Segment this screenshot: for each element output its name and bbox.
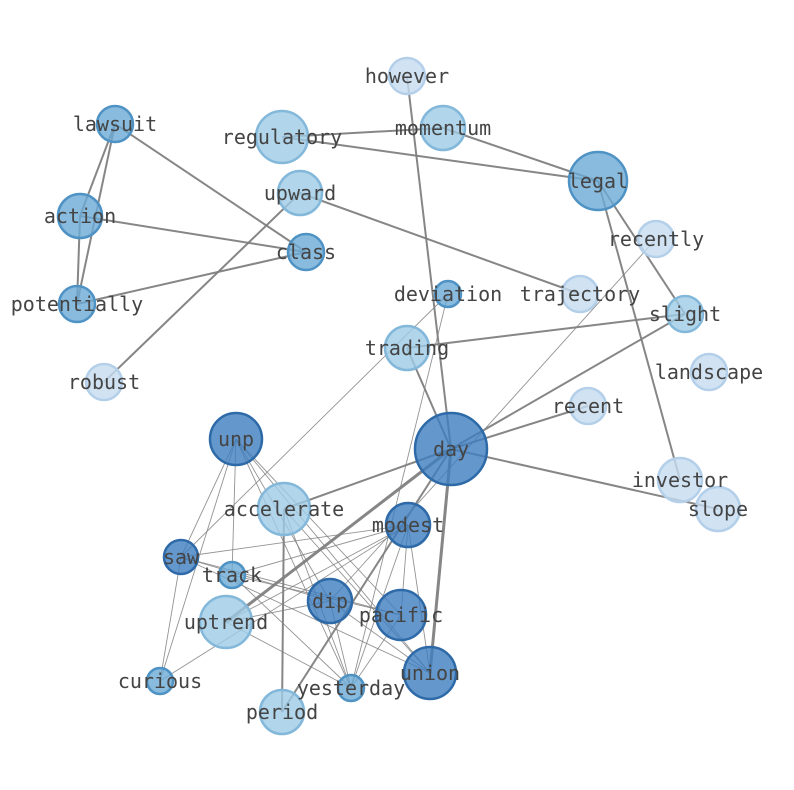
node-label-day: day — [433, 437, 469, 461]
node-layer — [56, 56, 742, 736]
node-label-saw: saw — [163, 545, 200, 569]
node-recent[interactable] — [568, 386, 608, 426]
node-label-recently: recently — [608, 227, 704, 251]
node-action[interactable] — [56, 192, 104, 240]
edge-day-uptrend — [225, 447, 452, 624]
edge-regulatory-legal — [281, 136, 599, 182]
node-yesterday[interactable] — [336, 673, 366, 703]
node-investor[interactable] — [656, 456, 704, 504]
edge-trading-slight — [406, 313, 686, 349]
node-day[interactable] — [413, 411, 489, 487]
node-potentially[interactable] — [57, 284, 97, 324]
node-label-potentially: potentially — [11, 292, 143, 316]
label-layer: however lawsuit regulatory momentum legal upw… — [11, 64, 763, 724]
node-however[interactable] — [387, 56, 427, 96]
node-trajectory[interactable] — [560, 274, 600, 314]
node-unp[interactable] — [208, 411, 264, 467]
node-upward[interactable] — [276, 169, 324, 217]
node-deviation[interactable] — [433, 279, 463, 309]
edge-saw-curious — [159, 556, 182, 682]
node-label-union: union — [400, 661, 460, 685]
node-slight[interactable] — [665, 294, 705, 334]
node-lawsuit[interactable] — [95, 104, 135, 144]
node-accelerate[interactable] — [256, 481, 312, 537]
edge-unp-pacific — [235, 438, 402, 616]
node-robust[interactable] — [84, 362, 124, 402]
edge-action-class — [79, 215, 307, 253]
edge-day-period — [281, 448, 452, 713]
node-label-landscape: landscape — [655, 360, 763, 384]
edge-modest-saw — [180, 524, 409, 558]
node-label-pacific: pacific — [359, 603, 443, 627]
node-label-accelerate: accelerate — [224, 497, 344, 521]
edge-day-union — [428, 448, 453, 674]
node-label-slope: slope — [688, 497, 748, 521]
node-class[interactable] — [286, 232, 326, 272]
node-label-dip: dip — [312, 589, 348, 613]
node-recently[interactable] — [636, 219, 676, 259]
node-label-robust: robust — [68, 370, 140, 394]
edge-saw-pacific — [180, 556, 402, 616]
node-momentum[interactable] — [419, 104, 467, 152]
node-union[interactable] — [402, 645, 458, 701]
node-label-unp: unp — [218, 427, 254, 451]
node-modest[interactable] — [384, 501, 432, 549]
node-trading[interactable] — [383, 324, 431, 372]
node-label-curious: curious — [118, 669, 202, 693]
node-uptrend[interactable] — [198, 594, 254, 650]
edge-layer — [76, 75, 719, 713]
node-regulatory[interactable] — [254, 109, 310, 165]
edge-accelerate-union — [283, 508, 431, 674]
node-label-upward: upward — [264, 181, 336, 205]
node-label-legal: legal — [568, 169, 628, 193]
node-legal[interactable] — [567, 150, 629, 212]
node-slope[interactable] — [694, 485, 742, 533]
node-curious[interactable] — [145, 666, 175, 696]
edge-track-yesterday — [231, 574, 352, 689]
edge-modest-uptrend — [225, 524, 409, 623]
node-label-yesterday: yesterday — [297, 676, 405, 700]
node-pacific[interactable] — [374, 588, 428, 642]
edge-modest-curious — [159, 524, 409, 682]
node-label-recent: recent — [552, 394, 624, 418]
node-label-investor: investor — [632, 468, 728, 492]
edge-however-day — [406, 75, 452, 450]
node-label-track: track — [202, 563, 262, 587]
node-track[interactable] — [217, 560, 247, 590]
edge-upward-trajectory — [299, 192, 581, 295]
edge-upward-robust — [103, 192, 301, 383]
node-label-period: period — [246, 700, 318, 724]
node-label-momentum: momentum — [395, 116, 491, 140]
node-saw[interactable] — [162, 538, 200, 576]
node-label-however: however — [365, 64, 449, 88]
edge-lawsuit-class — [114, 123, 307, 253]
node-label-lawsuit: lawsuit — [73, 112, 157, 136]
node-label-class: class — [276, 240, 336, 264]
node-label-modest: modest — [372, 513, 444, 537]
edge-deviation-yesterday — [350, 293, 449, 689]
node-label-regulatory: regulatory — [222, 125, 342, 149]
node-dip[interactable] — [306, 577, 354, 625]
node-label-trading: trading — [365, 336, 449, 360]
edge-potentially-class — [76, 251, 307, 305]
edge-slight-day — [450, 313, 686, 450]
node-label-action: action — [44, 204, 116, 228]
node-label-deviation: deviation — [394, 282, 502, 306]
node-label-uptrend: uptrend — [184, 610, 268, 634]
node-label-slight: slight — [649, 302, 721, 326]
node-label-trajectory: trajectory — [520, 282, 640, 306]
node-landscape[interactable] — [689, 352, 729, 392]
edge-recently-dip — [329, 238, 657, 602]
edge-unp-yesterday — [235, 438, 352, 689]
edge-saw-dip — [180, 556, 331, 602]
node-period[interactable] — [258, 688, 306, 736]
edge-legal-investor — [597, 180, 681, 481]
